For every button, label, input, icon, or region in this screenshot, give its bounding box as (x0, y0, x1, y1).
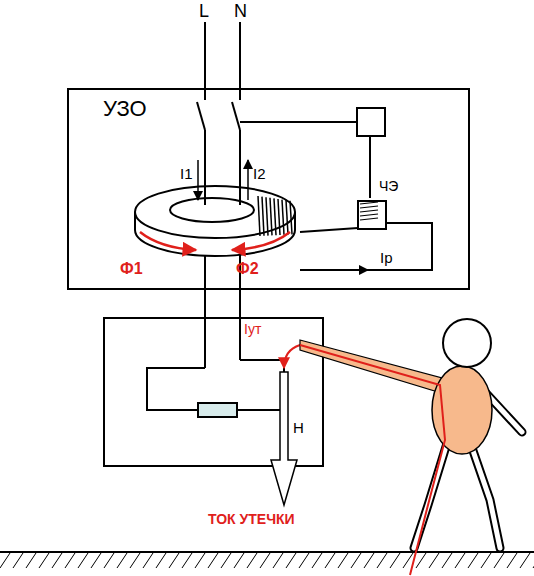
person (300, 319, 522, 575)
flux-label: Ф2 (236, 260, 259, 278)
leakage-arrow (271, 372, 297, 505)
leakage-current-label: Iут (244, 322, 261, 337)
node-title: ЧЭ (379, 178, 398, 194)
ground-line (0, 551, 534, 553)
sensing-element: ЧЭ (357, 200, 387, 230)
neutral-label: N (234, 2, 247, 22)
wires-through-core (198, 150, 368, 270)
flux-arrows (140, 232, 290, 250)
phase-label: L (199, 2, 209, 22)
load-label: Н (293, 420, 304, 437)
ground-hatching (0, 553, 534, 568)
node-title: УЗО (103, 96, 147, 122)
current-label: Iр (380, 250, 393, 267)
current-label: I1 (180, 166, 193, 183)
toroid-core (135, 186, 295, 256)
rcd-housing: УЗО ЧЭ (67, 88, 470, 290)
leakage-caption: ТОК УТЕЧКИ (208, 512, 295, 527)
leakage-curve (284, 345, 300, 368)
flux-label: Ф1 (120, 260, 143, 278)
load-circuit (104, 318, 323, 466)
coil-winding (258, 196, 292, 236)
current-label: I2 (253, 166, 266, 183)
sensor-coil (360, 202, 378, 220)
